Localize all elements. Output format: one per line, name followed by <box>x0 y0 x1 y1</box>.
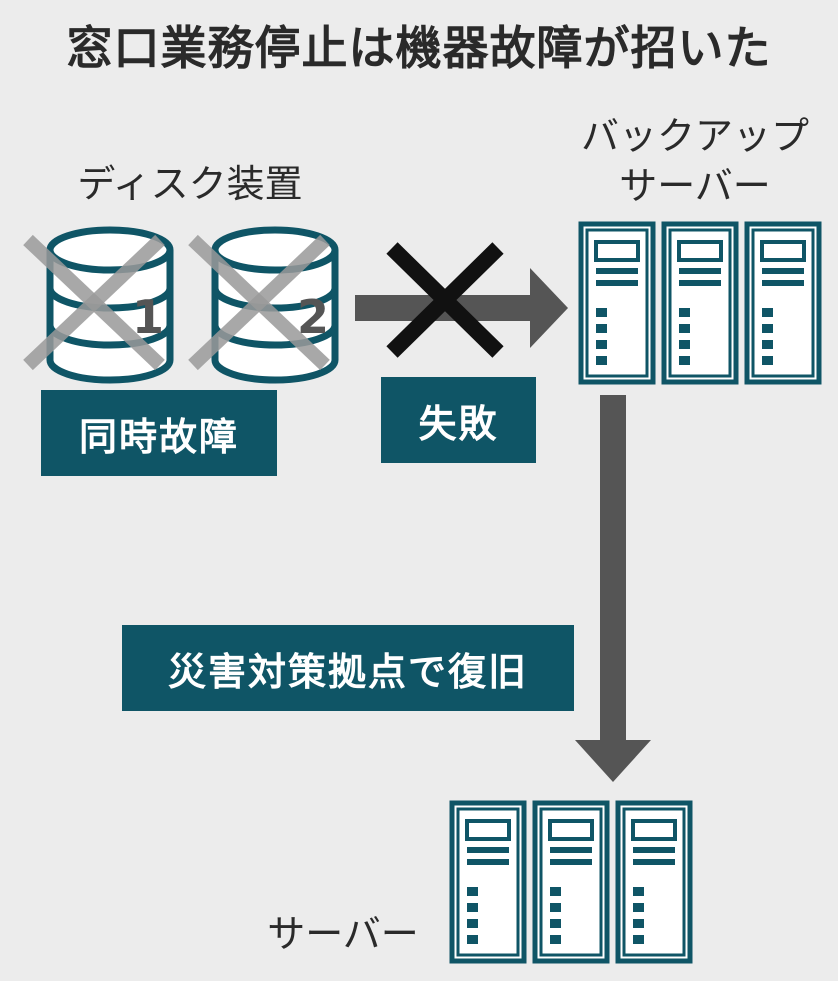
disk-device-label: ディスク装置 <box>77 162 303 206</box>
backup-server-label-line2: サーバー <box>619 164 771 208</box>
disk-1-icon: 1 <box>23 230 170 380</box>
badge-failure: 失敗 <box>381 377 536 463</box>
server-label: サーバー <box>267 912 419 956</box>
badge-disaster-recovery: 災害対策拠点で復旧 <box>122 625 574 711</box>
page-title: 窓口業務停止は機器故障が招いた <box>66 21 772 75</box>
server-rack-icon <box>452 803 690 961</box>
cross-icon <box>386 242 504 358</box>
badge-simultaneous-failure: 同時故障 <box>41 390 277 476</box>
disk-2-icon: 2 <box>188 230 335 380</box>
backup-server-rack-icon <box>581 224 819 382</box>
backup-server-label-line1: バックアップ <box>580 114 809 158</box>
arrow-down-icon <box>575 395 651 782</box>
